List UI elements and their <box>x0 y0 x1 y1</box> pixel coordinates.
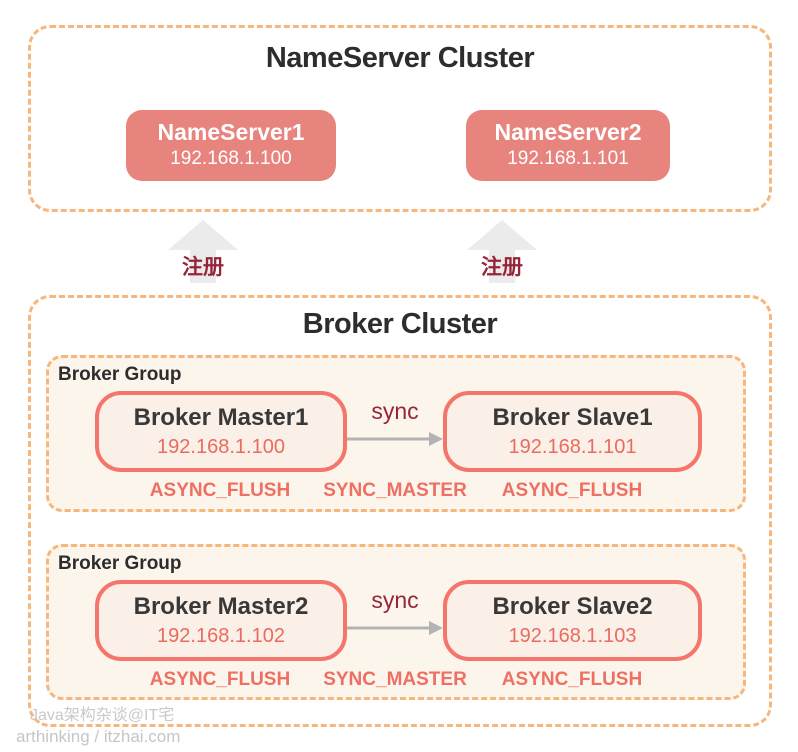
arrow-up-icon <box>467 220 537 283</box>
nameserver1-name: NameServer1 <box>157 119 305 145</box>
register-label: 注册 <box>481 256 523 279</box>
arrow-up-icon <box>168 220 238 283</box>
broker-group-label: Broker Group <box>58 364 182 385</box>
watermark-line2: arthinking / itzhai.com <box>16 727 181 746</box>
sync-arrow: sync <box>347 587 443 635</box>
sync-arrow: sync <box>347 398 443 446</box>
nameserver1-ip: 192.168.1.100 <box>170 147 292 169</box>
nameserver-cluster-title: NameServer Cluster <box>265 42 535 74</box>
broker-master2-node: Broker Master2 192.168.1.102 <box>95 580 347 661</box>
sync-mode-label: SYNC_MASTER <box>323 669 467 690</box>
broker-slave2-ip: 192.168.1.103 <box>508 624 637 647</box>
broker-master1-node: Broker Master1 192.168.1.100 <box>95 391 347 472</box>
register-arrow-left: 注册 <box>168 220 238 283</box>
broker-master1-ip: 192.168.1.100 <box>157 435 285 458</box>
sync-label: sync <box>371 398 419 424</box>
broker-master1-name: Broker Master1 <box>133 404 309 431</box>
broker-slave2-name: Broker Slave2 <box>492 593 653 620</box>
nameserver2-ip: 192.168.1.101 <box>507 147 629 169</box>
nameserver2-name: NameServer2 <box>494 119 642 145</box>
broker-slave1-node: Broker Slave1 192.168.1.101 <box>443 391 702 472</box>
watermark-line1: Java架构杂谈@IT宅 <box>30 707 175 724</box>
slave-flush-mode-label: ASYNC_FLUSH <box>501 480 643 501</box>
sync-mode-label: SYNC_MASTER <box>323 480 467 501</box>
nameserver-cluster-box: NameServer Cluster NameServer1 192.168.1… <box>28 25 772 212</box>
arrow-right-icon <box>347 432 443 446</box>
arrow-right-icon <box>347 621 443 635</box>
broker-slave2-node: Broker Slave2 192.168.1.103 <box>443 580 702 661</box>
broker-group-2: Broker Group Broker Master2 192.168.1.10… <box>46 544 746 700</box>
nameserver1-node: NameServer1 192.168.1.100 <box>126 110 336 181</box>
broker-cluster-box: Broker Cluster Broker Group Broker Maste… <box>28 295 772 727</box>
register-arrow-right: 注册 <box>467 220 537 283</box>
broker-master2-ip: 192.168.1.102 <box>157 624 285 647</box>
broker-group-label: Broker Group <box>58 553 182 574</box>
broker-slave1-name: Broker Slave1 <box>492 404 653 431</box>
broker-group-1: Broker Group Broker Master1 192.168.1.10… <box>46 355 746 512</box>
broker-slave1-ip: 192.168.1.101 <box>508 435 637 458</box>
master-flush-mode-label: ASYNC_FLUSH <box>149 480 291 501</box>
sync-label: sync <box>371 587 419 613</box>
master-flush-mode-label: ASYNC_FLUSH <box>149 669 291 690</box>
broker-cluster-title: Broker Cluster <box>302 308 498 340</box>
register-label: 注册 <box>182 256 224 279</box>
broker-master2-name: Broker Master2 <box>133 593 309 620</box>
slave-flush-mode-label: ASYNC_FLUSH <box>501 669 643 690</box>
nameserver2-node: NameServer2 192.168.1.101 <box>466 110 670 181</box>
